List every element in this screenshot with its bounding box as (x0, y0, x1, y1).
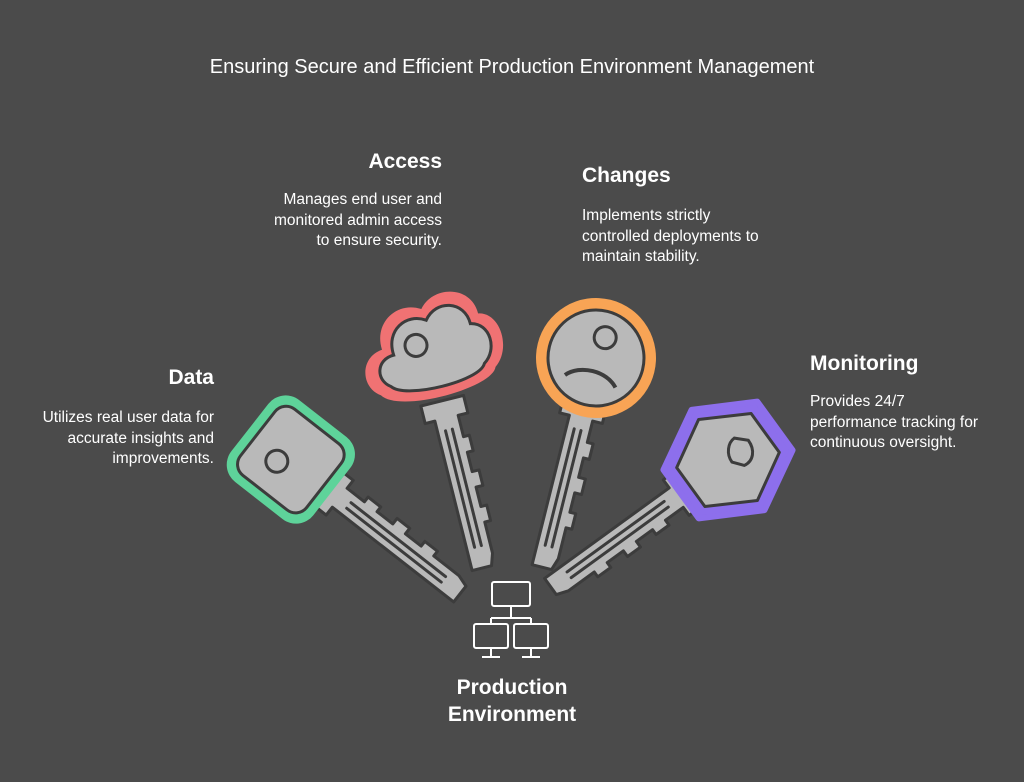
center-label-line1: Production (456, 676, 568, 699)
network-computers-icon (473, 581, 549, 658)
access-description: Manages end user and monitored admin acc… (274, 191, 442, 249)
data-heading: Data (168, 366, 214, 389)
center-label-line2: Environment (447, 703, 577, 726)
monitoring-key (537, 398, 796, 608)
changes-heading: Changes (582, 164, 671, 187)
monitoring-heading: Monitoring (810, 352, 919, 375)
access-heading: Access (368, 150, 442, 173)
diagram-title: Ensuring Secure and Efficient Production… (209, 56, 815, 78)
data-description: Utilizes real user data for accurate ins… (42, 409, 214, 467)
changes-key (520, 298, 656, 575)
changes-description: Implements strictly controlled deploymen… (582, 207, 759, 265)
production-environment-label: Production Environment (412, 674, 612, 728)
data-key-hole (264, 448, 290, 474)
access-key (365, 291, 507, 575)
data-key (226, 395, 477, 612)
monitoring-description: Provides 24/7 performance tracking for c… (810, 393, 978, 451)
